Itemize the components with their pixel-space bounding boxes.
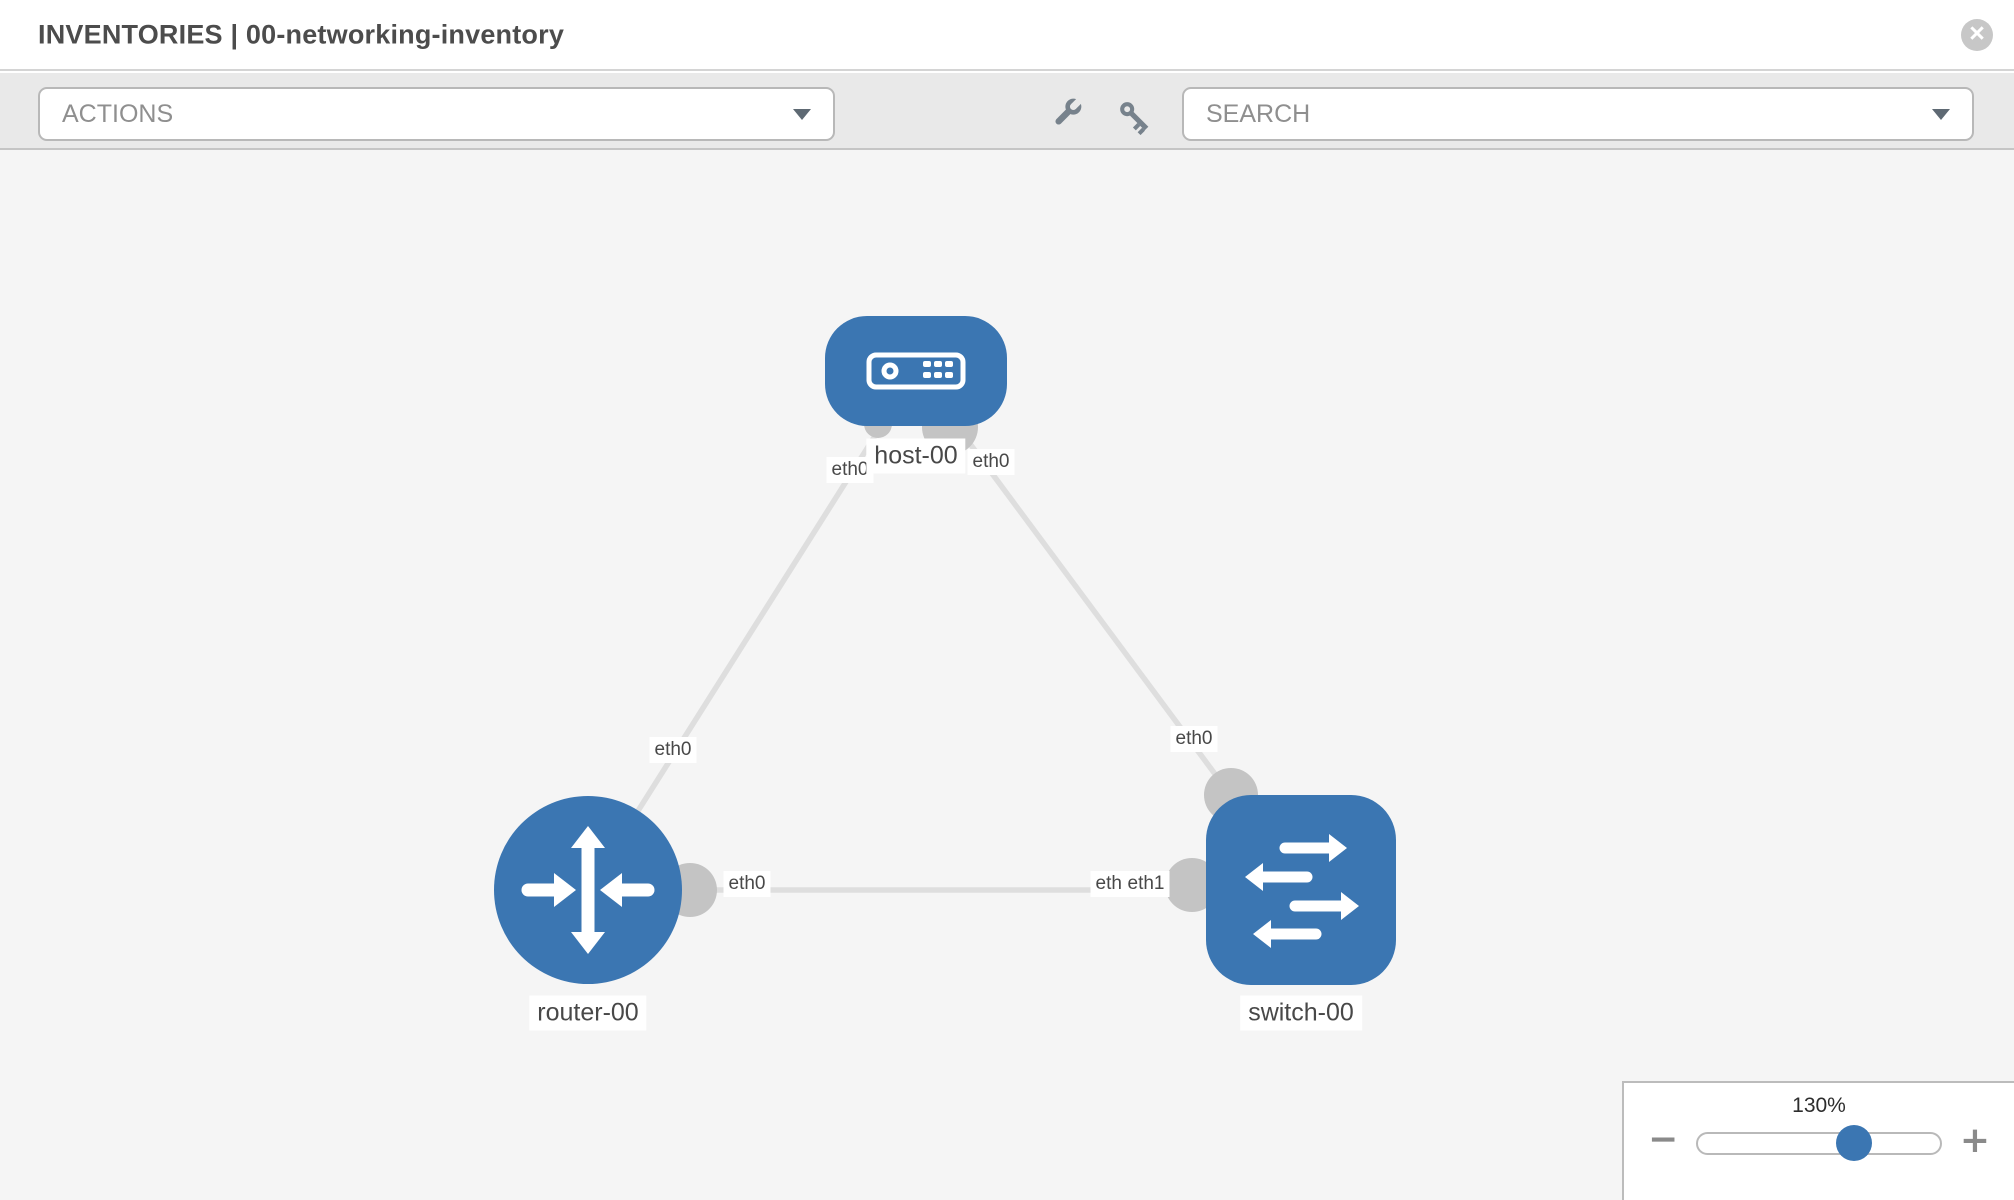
configure-button[interactable] xyxy=(1044,92,1088,136)
actions-dropdown-label: ACTIONS xyxy=(62,99,174,128)
page-title: INVENTORIES | 00-networking-inventory xyxy=(38,19,565,49)
close-icon: × xyxy=(1969,18,1985,48)
zoom-out-button[interactable]: − xyxy=(1648,1119,1679,1160)
chevron-down-icon xyxy=(1932,109,1950,120)
toolbar: ACTIONS SEARCH xyxy=(0,73,2014,150)
actions-dropdown[interactable]: ACTIONS xyxy=(38,87,835,141)
interface-dot xyxy=(1165,858,1219,912)
interface-label: eth0 xyxy=(826,457,874,483)
zoom-slider-thumb[interactable] xyxy=(1836,1125,1873,1161)
search-dropdown[interactable]: SEARCH xyxy=(1182,87,1974,141)
key-icon xyxy=(1119,101,1148,135)
wrench-icon xyxy=(1055,97,1083,125)
interface-label: eth0 xyxy=(1170,726,1218,752)
node-host-00[interactable] xyxy=(825,316,1007,426)
credentials-button[interactable] xyxy=(1112,94,1156,138)
topology-svg xyxy=(494,316,1396,985)
chevron-down-icon xyxy=(793,109,811,120)
node-label-router-00: router-00 xyxy=(529,995,647,1031)
header: INVENTORIES | 00-networking-inventory × xyxy=(0,0,2014,71)
zoom-slider[interactable] xyxy=(1696,1125,1942,1161)
node-label-host-00: host-00 xyxy=(866,438,966,474)
node-switch-00[interactable] xyxy=(1206,795,1396,985)
zoom-panel: 130% − + xyxy=(1622,1081,2014,1200)
interface-label: eth0 xyxy=(649,737,697,763)
zoom-level: 130% xyxy=(1792,1094,1846,1117)
interface-label: eth1 xyxy=(1122,871,1170,897)
zoom-in-button[interactable]: + xyxy=(1959,1120,1990,1161)
node-label-switch-00: switch-00 xyxy=(1240,995,1362,1031)
interface-label: eth0 xyxy=(967,449,1015,475)
close-button[interactable]: × xyxy=(1961,19,1993,51)
search-dropdown-label: SEARCH xyxy=(1206,99,1311,128)
node-router-00[interactable] xyxy=(494,796,682,984)
interface-label: eth0 xyxy=(723,871,771,897)
